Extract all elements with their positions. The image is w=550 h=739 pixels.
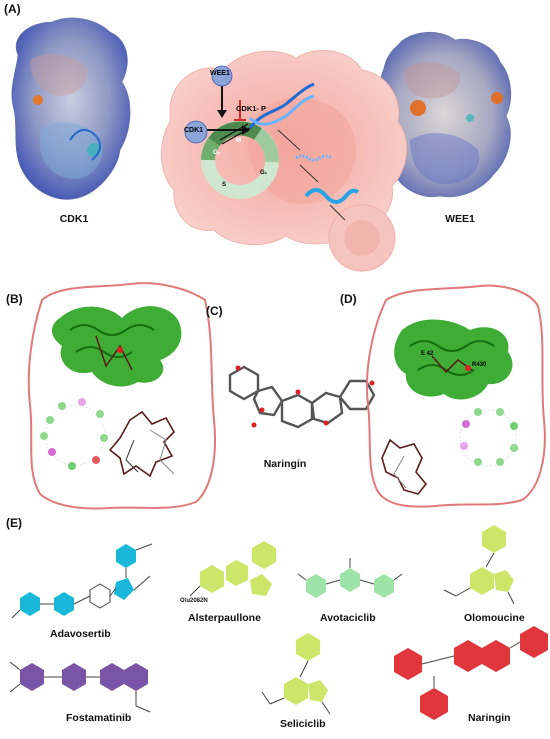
panel-label-e: (E) <box>6 516 22 530</box>
molecule-label-adavosertib: Adavosertib <box>50 628 111 640</box>
residue-label-2: R430 <box>472 362 487 368</box>
panel-b-interaction-3d <box>108 410 175 478</box>
panel-b-protein-ribbon <box>52 306 182 387</box>
panel-d-interaction-2d <box>459 408 518 467</box>
panel-c-naringin-3d <box>228 365 376 429</box>
svg-text:O\u2082N: O\u2082N <box>180 598 208 604</box>
panel-label-c: (C) <box>206 304 223 318</box>
residue-label-1: E 42 <box>421 351 434 357</box>
naringin-structure <box>394 626 548 720</box>
diagram-wee1-label: WEE1 <box>210 70 230 77</box>
phase-s-label: S <box>222 182 227 188</box>
diagram-cdk1p-label: CDK1- P <box>236 104 267 113</box>
panel-label-b: (B) <box>6 292 23 306</box>
cdk1-label: CDK1 <box>59 213 89 225</box>
panel-c-naringin-label: Naringin <box>263 458 307 470</box>
molecule-label-olomoucine: Olomoucine <box>464 612 525 624</box>
adavosertib-structure <box>11 543 153 619</box>
phase-g1-label: G₁ <box>260 170 268 176</box>
molecule-label-seliciclib: Seliciclib <box>280 718 326 730</box>
molecule-label-avotaciclib: Avotaciclib <box>320 612 376 624</box>
panel-label-a: (A) <box>4 2 21 16</box>
phase-g2-label: G₂ <box>213 150 221 156</box>
phase-m-label: M <box>236 138 241 144</box>
alsterpaullone-structure: O\u2082N <box>180 541 276 604</box>
molecule-label-alsterpaullone: Alsterpaullone <box>188 612 261 624</box>
avotaciclib-structure <box>297 558 403 598</box>
panel-b-interaction-2d <box>40 398 108 470</box>
diagram-cdk1-label: CDK1 <box>184 127 204 134</box>
molecule-label-fostamatinib: Fostamatinib <box>66 712 132 724</box>
olomoucine-structure <box>443 525 515 605</box>
panel-d-interaction-3d <box>381 438 428 495</box>
molecule-label-naringin: Naringin <box>468 712 511 724</box>
fostamatinib-structure <box>9 661 151 713</box>
wee1-label: WEE1 <box>445 213 475 225</box>
seliciclib-structure <box>261 633 331 715</box>
panel-label-d: (D) <box>340 292 357 306</box>
panel-d-protein-ribbon <box>394 319 513 400</box>
